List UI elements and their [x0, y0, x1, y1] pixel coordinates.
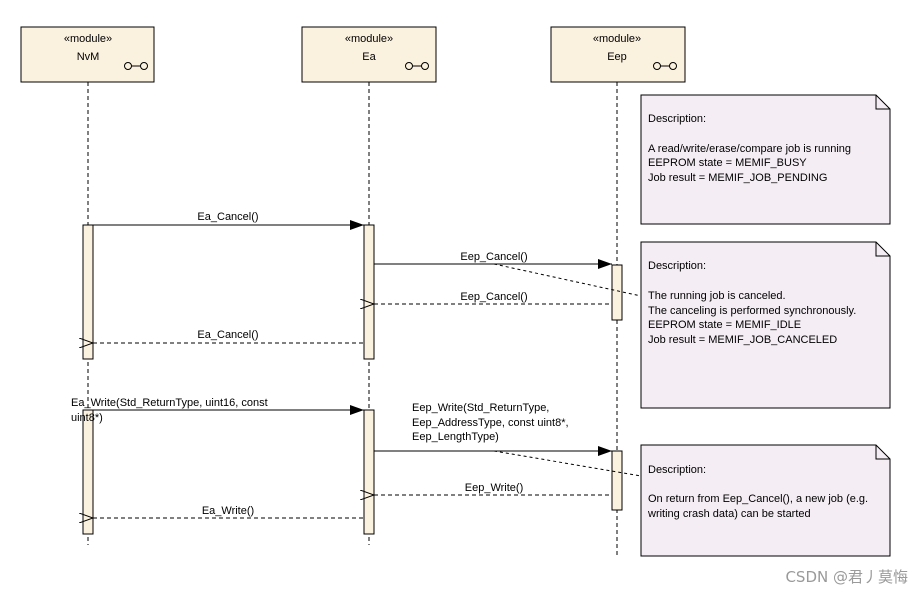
note-2-line-1: The running job is canceled.	[648, 290, 786, 302]
note-1-line-3: Job result = MEMIF_JOB_PENDING	[648, 172, 827, 184]
activation-nvm-2	[82, 409, 94, 535]
note-1: Description: A read/write/erase/compare …	[640, 94, 891, 225]
component-icon	[405, 62, 429, 70]
activation-eep-2	[611, 450, 623, 511]
return-ea-write-label: Ea_Write()	[202, 505, 254, 517]
note-anchor-line-2	[493, 263, 642, 297]
note-3-line-2: writing crash data) can be started	[647, 508, 811, 520]
return-ea-cancel: Ea_Cancel()	[93, 329, 364, 343]
participant-eep-name: Eep	[607, 51, 627, 63]
return-eep-cancel: Eep_Cancel()	[374, 291, 612, 304]
participant-nvm: «module» NvM	[20, 26, 155, 83]
message-ea-cancel-label: Ea_Cancel()	[197, 211, 258, 223]
message-eep-write-label-3: Eep_LengthType)	[412, 431, 499, 443]
note-3-title: Description:	[648, 464, 706, 476]
component-icon	[124, 62, 148, 70]
return-eep-write-label: Eep_Write()	[465, 482, 523, 494]
participant-ea-stereotype: «module»	[345, 33, 393, 45]
message-eep-cancel-label: Eep_Cancel()	[460, 251, 527, 263]
participant-ea: «module» Ea	[301, 26, 437, 83]
message-ea-write: Ea_Write(Std_ReturnType, uint16, const u…	[71, 397, 364, 424]
note-3: Description: On return from Eep_Cancel()…	[640, 444, 891, 557]
participant-eep-stereotype: «module»	[593, 33, 641, 45]
note-1-line-1: A read/write/erase/compare job is runnin…	[648, 143, 851, 155]
message-eep-cancel: Eep_Cancel()	[374, 251, 612, 269]
message-eep-write-label-1: Eep_Write(Std_ReturnType,	[412, 402, 549, 414]
activation-eep-1	[611, 264, 623, 321]
note-1-line-2: EEPROM state = MEMIF_BUSY	[648, 157, 807, 169]
participant-ea-name: Ea	[362, 51, 376, 63]
note-1-title: Description:	[648, 113, 706, 125]
return-ea-cancel-label: Ea_Cancel()	[197, 329, 258, 341]
watermark: CSDN @君丿莫悔	[785, 568, 908, 586]
participant-nvm-stereotype: «module»	[64, 33, 112, 45]
note-3-line-1: On return from Eep_Cancel(), a new job (…	[648, 493, 868, 505]
message-ea-cancel: Ea_Cancel()	[93, 211, 364, 230]
participant-eep: «module» Eep	[550, 26, 686, 83]
note-2-line-4: Job result = MEMIF_JOB_CANCELED	[648, 334, 837, 346]
component-icon	[653, 62, 677, 70]
note-2-line-2: The canceling is performed synchronously…	[648, 305, 856, 317]
return-eep-write: Eep_Write()	[374, 482, 612, 495]
activation-ea-1	[363, 224, 375, 360]
participant-nvm-name: NvM	[77, 51, 100, 63]
return-eep-cancel-label: Eep_Cancel()	[460, 291, 527, 303]
message-ea-write-label-1: Ea_Write(Std_ReturnType, uint16, const	[71, 397, 268, 409]
note-anchor-line-3	[493, 450, 642, 477]
message-ea-write-label-2: uint8*)	[71, 412, 103, 424]
activation-ea-2	[363, 409, 375, 535]
note-2-line-3: EEPROM state = MEMIF_IDLE	[648, 319, 801, 331]
note-2-title: Description:	[648, 260, 706, 272]
message-eep-write-label-2: Eep_AddressType, const uint8*,	[412, 417, 569, 429]
return-ea-write: Ea_Write()	[93, 505, 364, 518]
activation-nvm-1	[82, 224, 94, 360]
note-2: Description: The running job is canceled…	[640, 241, 891, 409]
message-eep-write: Eep_Write(Std_ReturnType, Eep_AddressTyp…	[374, 402, 612, 456]
